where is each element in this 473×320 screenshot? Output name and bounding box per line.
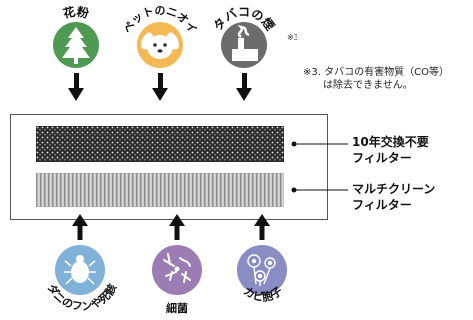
filter-10yr-label-line1: 10年交換不要 xyxy=(352,135,429,149)
filter-multiclean-label-line2: フィルター xyxy=(352,198,412,212)
filter-multiclean-label: マルチクリーン フィルター xyxy=(352,181,435,213)
source-pollen: 花粉 xyxy=(36,0,116,104)
bacteria-label: 細菌 xyxy=(166,301,188,315)
source-bacteria: 細菌 xyxy=(140,214,216,320)
up-arrow-icon xyxy=(169,214,185,240)
footnote-line2: は除去できません。 xyxy=(323,80,413,91)
down-arrow-icon xyxy=(236,73,252,101)
filter-10yr-label: 10年交換不要 フィルター xyxy=(352,134,429,166)
source-mites: ダニのフンや死骸 xyxy=(34,214,132,320)
source-tobacco-smoke: タバコの煙 ※3 xyxy=(205,0,297,104)
note-mark: ※3 xyxy=(287,33,297,42)
filter-10yr-panel xyxy=(36,126,284,162)
tree-icon xyxy=(62,27,90,64)
source-pet-odor: ペットのニオイ xyxy=(118,0,202,104)
down-arrow-icon xyxy=(68,73,84,101)
filter-10yr-label-line2: フィルター xyxy=(352,151,412,165)
filter-multiclean-panel xyxy=(36,173,284,207)
source-mold-spores: カビ胞子 xyxy=(220,214,304,320)
filter-multiclean-label-line1: マルチクリーン xyxy=(352,182,436,196)
bacteria-icon xyxy=(163,253,191,283)
leader-lines xyxy=(290,136,350,206)
down-arrow-icon xyxy=(152,73,168,101)
footnote-line1: ※3. タバコの有害物質（CO等） xyxy=(303,67,449,78)
footnote: ※3. タバコの有害物質（CO等） は除去できません。 xyxy=(303,66,471,92)
spore-icon xyxy=(247,254,276,286)
up-arrow-icon xyxy=(254,214,270,240)
dog-icon xyxy=(141,32,179,59)
factory-smoke-icon xyxy=(232,25,258,61)
up-arrow-icon xyxy=(72,214,88,240)
mite-icon xyxy=(64,255,96,285)
pollen-label: 花粉 xyxy=(62,4,91,21)
